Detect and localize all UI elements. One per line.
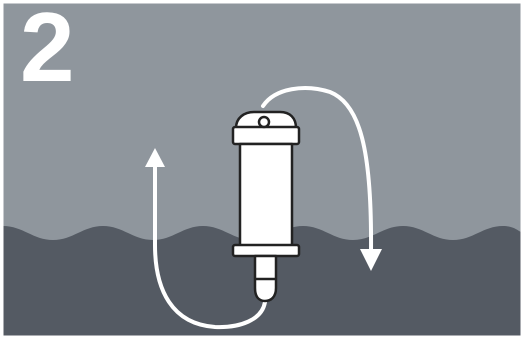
probe-collar-top xyxy=(231,125,301,146)
probe-loop xyxy=(257,115,271,129)
arrow-up-icon xyxy=(145,148,267,330)
probe-body xyxy=(238,142,294,248)
probe-collar-bottom xyxy=(231,243,301,258)
arrow-up-head xyxy=(145,148,165,167)
arrow-down-path xyxy=(261,86,374,254)
arrow-up-path xyxy=(153,163,267,330)
arrow-down-head xyxy=(360,249,382,271)
arrow-down-icon xyxy=(261,86,382,271)
step-number: 2 xyxy=(20,0,75,102)
sensor-probe-icon xyxy=(231,110,301,303)
